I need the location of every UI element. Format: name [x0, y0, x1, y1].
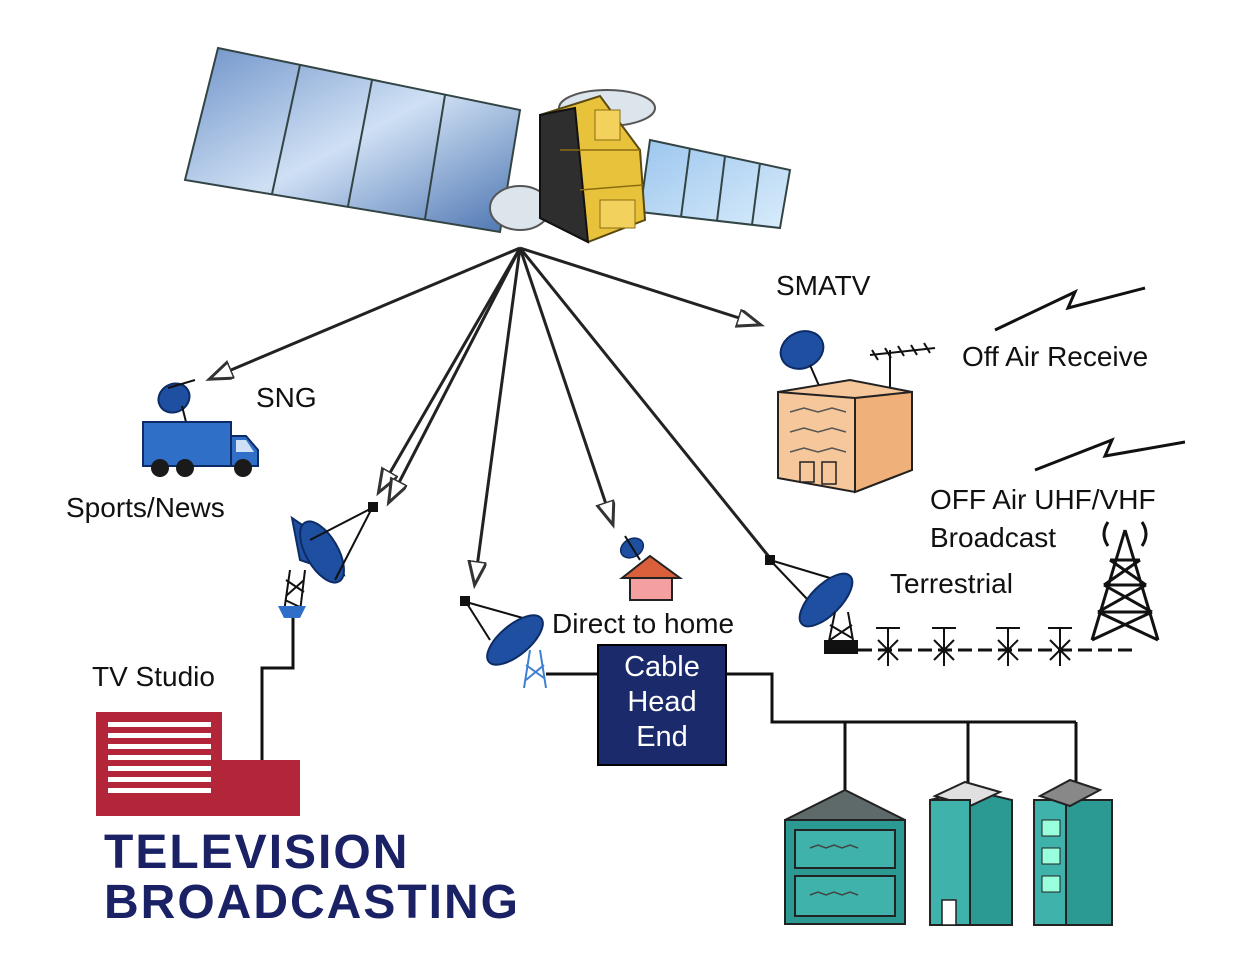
- direct-to-home-label: Direct to home: [552, 608, 735, 639]
- terrestrial-label: Terrestrial: [890, 568, 1013, 599]
- terrestrial-antennas-icon: [858, 627, 1135, 666]
- title-line2: BROADCASTING: [104, 876, 520, 929]
- house-icon: [619, 535, 684, 601]
- studio-uplink-dish-icon: [260, 502, 378, 760]
- off-air-signal-icon: [994, 286, 1186, 472]
- sng-truck-icon: [142, 379, 259, 477]
- smatv-label: SMATV: [776, 270, 871, 301]
- apartment-building-icon: [784, 788, 906, 925]
- solar-panel-right: [638, 138, 792, 230]
- sports-news-label: Sports/News: [66, 492, 225, 523]
- cable-head-end-box: [597, 644, 727, 766]
- off-air-receive-label: Off Air Receive: [962, 341, 1149, 372]
- sng-label: SNG: [256, 382, 317, 413]
- broadcast-tower-icon: [1090, 521, 1160, 642]
- cable-distribution-lines: [726, 672, 1078, 790]
- cable-head-end-label-line2: Head: [627, 686, 697, 718]
- solar-panel-left: [183, 46, 522, 234]
- title-line1: TELEVISION: [104, 826, 410, 879]
- tv-studio-label: TV Studio: [92, 661, 215, 692]
- satellite-icon: [183, 46, 792, 244]
- cable-head-end-label: Cable Head End: [598, 650, 726, 755]
- smatv-building-icon: [777, 330, 936, 494]
- off-air-broadcast-label-line1: OFF Air UHF/VHF: [930, 484, 1156, 515]
- terrestrial-dish-icon: [765, 555, 858, 654]
- cable-head-end-label-line1: Cable: [624, 651, 700, 683]
- signal-lines: [212, 246, 772, 582]
- tower-building-icon: [1033, 778, 1113, 926]
- page-title: TELEVISION BROADCASTING: [104, 828, 520, 928]
- cable-receive-dish-icon: [460, 596, 598, 689]
- cable-head-end-label-line3: End: [636, 721, 688, 753]
- tv-studio-building-icon: [96, 712, 300, 816]
- off-air-broadcast-label-line2: Broadcast: [930, 522, 1057, 553]
- office-building-icon: [929, 780, 1013, 926]
